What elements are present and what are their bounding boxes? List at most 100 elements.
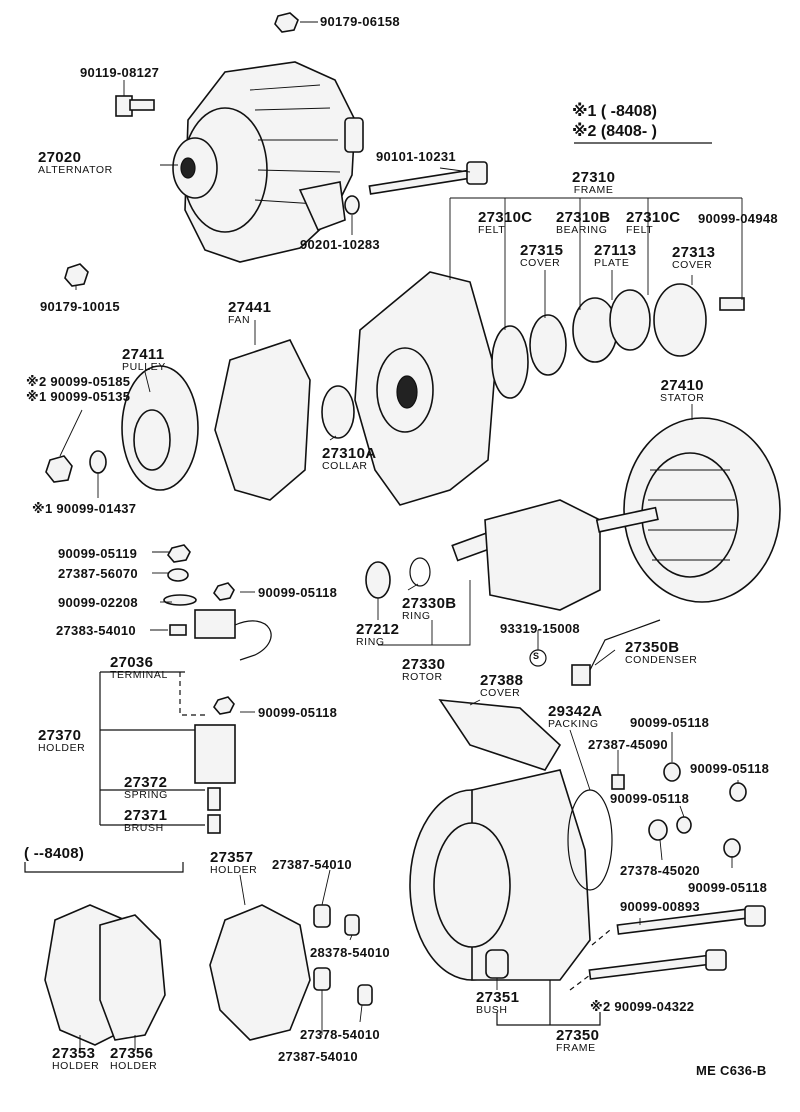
part-label: ※2 90099-04322: [590, 999, 695, 1014]
part-label: ※2 90099-05185: [26, 374, 131, 389]
part-label: 90099-05118: [690, 761, 770, 776]
part-label: 27387-45090: [588, 737, 668, 752]
bolt-small-drawing: [115, 95, 155, 117]
screw-s-marker: S: [533, 651, 540, 661]
cap-45090-drawing: [611, 774, 625, 790]
legend-note-1: ※1 ( -8408): [572, 103, 657, 120]
part-label: 27378-45020: [620, 863, 700, 878]
part-label: 28378-54010: [310, 945, 390, 960]
brush-holder-drawing: [194, 724, 236, 784]
insulator-54010-a-drawing: [313, 904, 331, 928]
part-label: 90099-00893: [620, 899, 700, 914]
part-label: ※1 90099-05135: [26, 389, 131, 404]
washer-pulley-drawing: [89, 450, 107, 474]
washer-drawing: [344, 195, 360, 215]
part-label: 90099-05118: [258, 585, 338, 600]
terminal-wire-drawing: [234, 620, 272, 661]
washer-02208-drawing: [163, 594, 197, 606]
part-label: 27378-54010: [300, 1027, 380, 1042]
cover-drawing: [529, 314, 567, 376]
pulley-hub-drawing: [133, 409, 171, 471]
part-label: 90119-08127: [80, 65, 160, 80]
cover-27388-drawing: [438, 699, 562, 771]
long-bolt-drawing: [368, 161, 488, 195]
insulator-28378-drawing: [344, 914, 360, 936]
part-label: 90099-05118: [258, 705, 338, 720]
frame-bracket-lines: [496, 980, 601, 1026]
terminal-dash-line: [179, 672, 205, 716]
terminal-block-drawing: [194, 609, 236, 639]
bush-45020-drawing: [648, 819, 668, 841]
insulator-27378-drawing: [357, 984, 373, 1006]
part-label: 27387-54010: [278, 1049, 358, 1064]
part-label: 27387-56070: [58, 566, 138, 581]
felt-drawing: [491, 325, 529, 399]
washer-56070-drawing: [167, 568, 189, 582]
bracket-8408-line: [24, 862, 184, 873]
part-label: ※1 90099-01437: [32, 501, 137, 516]
nut-05118-e-drawing: [676, 816, 692, 834]
legend-note-2: ※2 (8408- ): [572, 123, 657, 140]
cover-plate-drawing: [653, 283, 707, 357]
part-label: ( --8408): [24, 845, 85, 862]
ring-27212-drawing: [365, 561, 391, 599]
part-label: 90101-10231: [376, 149, 456, 164]
through-bolt-00893-drawing: [616, 905, 766, 935]
rectifier-holder-27356-drawing: [99, 914, 166, 1041]
nut-05118-c-drawing: [663, 762, 681, 782]
bush-27351-drawing: [485, 949, 509, 979]
holder-bracket-lines: [99, 671, 205, 826]
nut-05118-a-drawing: [213, 582, 235, 601]
spring-drawing: [207, 787, 221, 811]
part-label: 90099-05118: [630, 715, 710, 730]
rear-frame-drawing: [409, 769, 591, 981]
through-bolt-04322-drawing: [588, 949, 727, 980]
diagram-code: ME C636-B: [696, 1063, 767, 1078]
part-label: 90099-02208: [58, 595, 138, 610]
nut-05118-d-drawing: [729, 782, 747, 802]
screw-drawing: [719, 297, 745, 311]
part-label: 90099-05119: [58, 546, 138, 561]
nut-05119-drawing: [167, 544, 191, 563]
part-label: 90099-05118: [688, 880, 768, 895]
condenser-lead-drawing: [589, 619, 661, 671]
clip-54010-drawing: [169, 624, 187, 636]
stator-drawing: [623, 417, 781, 603]
ring-27330b-drawing: [409, 557, 431, 587]
alternator-assembly-drawing: [172, 61, 364, 263]
part-label: 90179-10015: [40, 299, 120, 314]
part-label: 93319-15008: [500, 621, 580, 636]
rotor-drawing: [451, 499, 659, 611]
part-label: 90201-10283: [300, 237, 380, 252]
part-label: 90099-05118: [610, 791, 690, 806]
leader-lines: [59, 21, 743, 1050]
part-label: 27383-54010: [56, 623, 136, 638]
fan-drawing: [214, 339, 311, 501]
bolt-dash-lines: [569, 929, 611, 991]
